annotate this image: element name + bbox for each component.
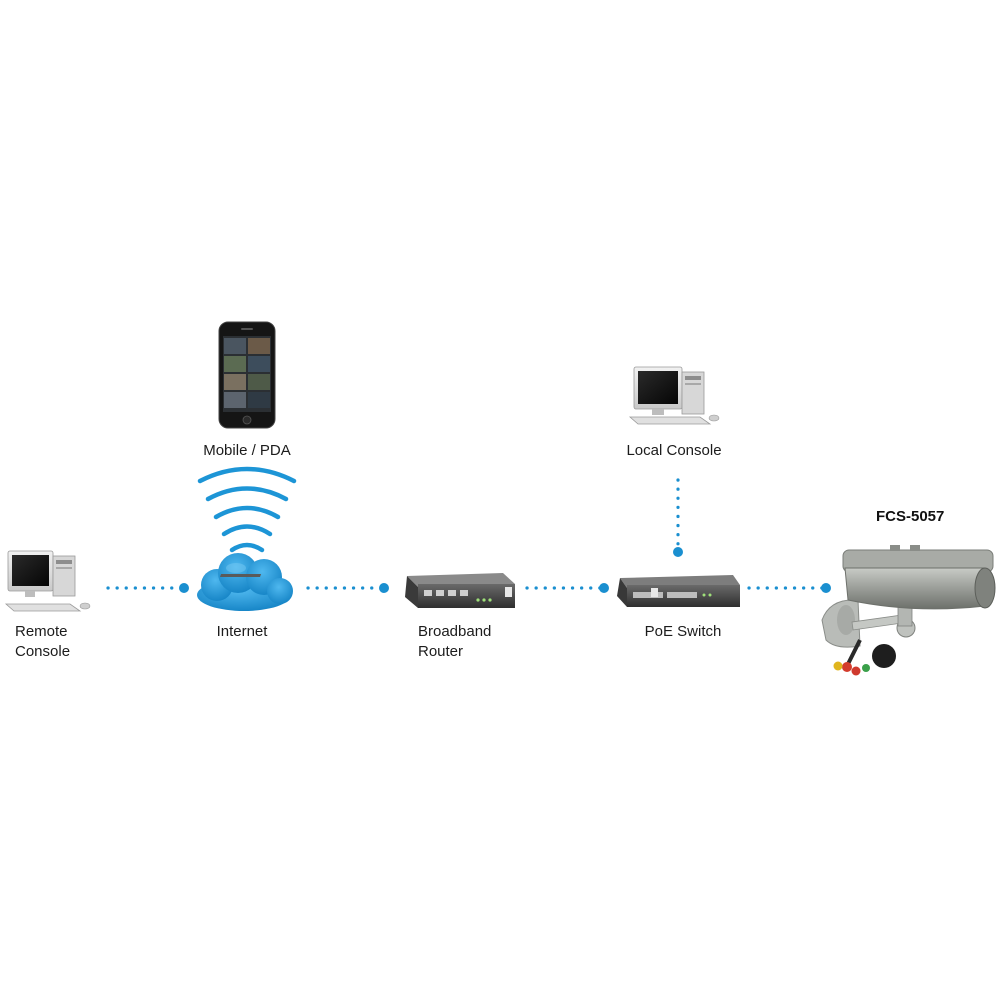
remote-console-label: Remote Console [15,622,70,662]
router-label-line1: Broadband [418,623,492,640]
remote-console-label-line1: Remote [15,623,68,640]
router-icon [219,573,515,608]
desktop-computer-icon [628,366,720,425]
link-dot [179,583,189,593]
cloud-icon [197,553,293,611]
network-switch-icon [617,575,740,607]
internet-label: Internet [216,623,268,640]
desktop-computer-icon [4,550,91,612]
poe-switch-label: PoE Switch [644,623,722,640]
link-dot [599,583,609,593]
bullet-camera-icon [821,545,996,676]
remote-console-label-line2: Console [15,643,71,660]
mobile-label: Mobile / PDA [203,442,291,459]
diagram-title: FCS-5057 [876,508,945,525]
connection-lines [106,478,831,593]
smartphone-icon [218,321,276,429]
link-dot [821,583,831,593]
link-dot [673,547,683,557]
wireless-signal-icon [197,466,297,553]
router-label: Broadband Router [418,622,491,662]
router-label-line2: Router [418,643,464,660]
local-console-label: Local Console [626,442,722,459]
link-dot [379,583,389,593]
